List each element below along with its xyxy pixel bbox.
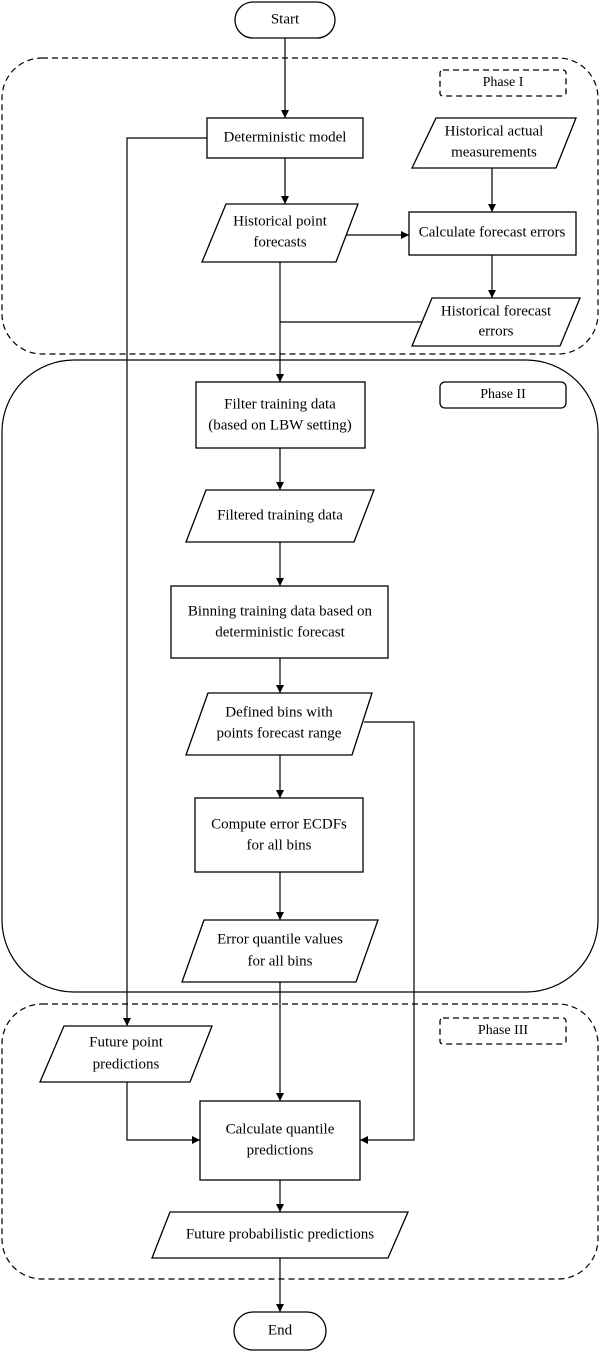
historical-actual-input xyxy=(410,117,577,169)
binning-box xyxy=(170,585,389,659)
phase-2-label: Phase II xyxy=(480,387,526,402)
phase-3-label: Phase III xyxy=(478,1023,528,1038)
calc-errors-label: Calculate forecast errors xyxy=(419,224,566,240)
end-label: End xyxy=(268,1322,293,1338)
compute-ecdfs-label-line1: Compute error ECDFs xyxy=(211,816,347,832)
edge-future-point-to-calc-quantile xyxy=(126,1082,200,1144)
historical-errors-label-line1: Historical forecast xyxy=(441,303,552,319)
historical-actual-label-line2: measurements xyxy=(451,144,537,160)
future-prob-output xyxy=(151,1211,409,1259)
deterministic-model-label: Deterministic model xyxy=(224,129,347,145)
phase-1-label-box xyxy=(439,69,567,97)
phase-3-label-box xyxy=(439,1017,567,1045)
start-label: Start xyxy=(271,11,300,27)
future-point-input xyxy=(39,1025,213,1083)
phase-1-label: Phase I xyxy=(483,75,524,90)
filtered-data-output xyxy=(185,489,375,543)
phase-2-region xyxy=(1,359,599,993)
filter-training-box xyxy=(195,381,366,449)
edge-defined-bins-to-calc-quantile xyxy=(360,721,415,1144)
end-terminal xyxy=(233,1311,327,1351)
future-point-label-line1: Future point xyxy=(89,1034,164,1050)
error-quantiles-label-line1: Error quantile values xyxy=(217,931,343,947)
defined-bins-label-line1: Defined bins with xyxy=(225,704,333,720)
calc-errors-box xyxy=(408,211,577,256)
phase-2-label-box xyxy=(439,381,567,409)
phase-3-region xyxy=(1,1003,599,1280)
binning-label-line2: deterministic forecast xyxy=(215,624,345,640)
error-quantiles-label-line2: for all bins xyxy=(248,953,313,969)
historical-errors-output xyxy=(411,297,581,347)
compute-ecdfs-box xyxy=(194,797,364,873)
historical-actual-label-line1: Historical actual xyxy=(445,123,544,139)
future-point-label-line2: predictions xyxy=(93,1056,160,1072)
filtered-data-label: Filtered training data xyxy=(217,507,343,523)
historical-point-label-line2: forecasts xyxy=(253,234,306,250)
edge-model-to-future-point xyxy=(123,137,207,1026)
compute-ecdfs-label-line2: for all bins xyxy=(247,837,312,853)
binning-label-line1: Binning training data based on xyxy=(188,603,373,619)
deterministic-model-box xyxy=(206,117,364,159)
historical-point-forecasts-input xyxy=(201,203,359,263)
future-prob-label: Future probabilistic predictions xyxy=(186,1226,374,1242)
phase-1-region xyxy=(1,57,599,355)
calc-quantile-box xyxy=(199,1100,361,1181)
error-quantiles-output xyxy=(181,919,379,983)
calc-quantile-label-line1: Calculate quantile xyxy=(226,1121,335,1137)
defined-bins-label-line2: points forecast range xyxy=(217,725,342,741)
historical-point-label-line1: Historical point xyxy=(233,213,328,229)
calc-quantile-label-line2: predictions xyxy=(247,1142,314,1158)
filter-training-label-line1: Filter training data xyxy=(224,396,336,412)
filter-training-label-line2: (based on LBW setting) xyxy=(208,417,351,433)
historical-errors-label-line2: errors xyxy=(479,323,514,339)
start-terminal xyxy=(234,1,336,39)
defined-bins-output xyxy=(185,692,373,756)
